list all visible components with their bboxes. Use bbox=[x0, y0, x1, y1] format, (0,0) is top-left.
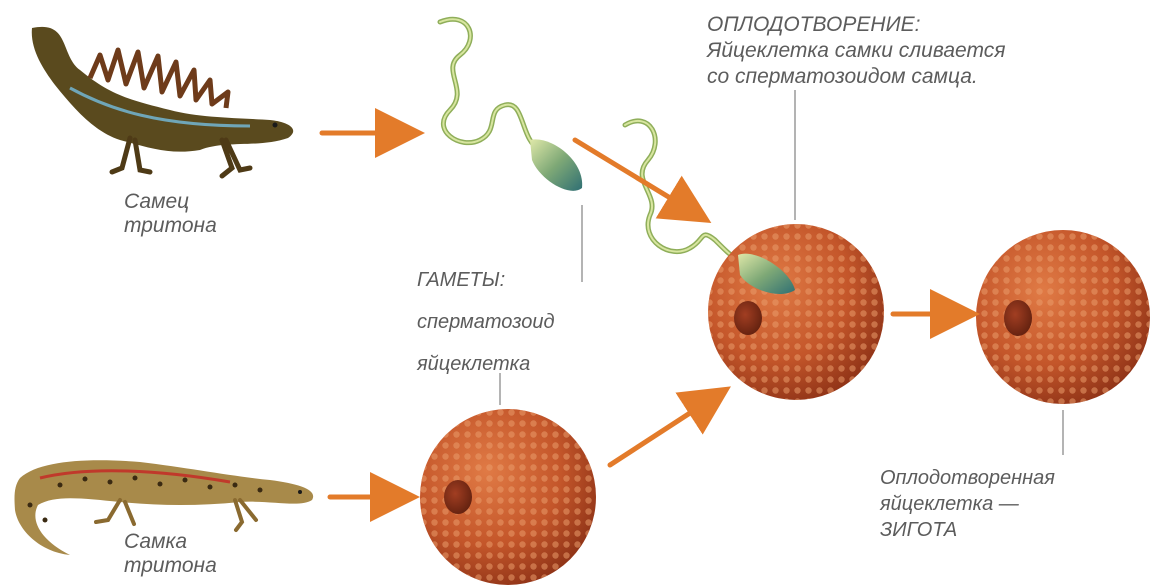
male-label-line1: Самец bbox=[124, 190, 217, 214]
male-newt-illustration bbox=[32, 27, 293, 176]
egg-label: яйцеклетка bbox=[417, 343, 555, 385]
male-newt-label: Самец тритона bbox=[124, 190, 217, 238]
fertilization-line1: Яйцеклетка самки сливается bbox=[707, 38, 1005, 64]
gametes-label: ГАМЕТЫ: сперматозоид яйцеклетка bbox=[417, 259, 555, 385]
sperm-cell-illustration bbox=[440, 19, 582, 191]
zygote-label: Оплодотворенная яйцеклетка — ЗИГОТА bbox=[880, 465, 1055, 543]
zygote-illustration bbox=[976, 230, 1150, 404]
female-newt-label: Самка тритона bbox=[124, 530, 217, 578]
fertilization-line2: со сперматозоидом самца. bbox=[707, 64, 1005, 90]
fertilizing-egg-illustration bbox=[708, 224, 884, 400]
zygote-line3: ЗИГОТА bbox=[880, 517, 1055, 543]
zygote-line2: яйцеклетка — bbox=[880, 491, 1055, 517]
female-label-line1: Самка bbox=[124, 530, 217, 554]
zygote-line1: Оплодотворенная bbox=[880, 465, 1055, 491]
sperm-label: сперматозоид bbox=[417, 301, 555, 343]
female-label-line2: тритона bbox=[124, 554, 217, 578]
gametes-heading: ГАМЕТЫ: bbox=[417, 259, 555, 301]
fertilization-heading: ОПЛОДОТВОРЕНИЕ: bbox=[707, 12, 1005, 38]
male-label-line2: тритона bbox=[124, 214, 217, 238]
egg-cell-illustration bbox=[420, 409, 596, 585]
fertilization-label: ОПЛОДОТВОРЕНИЕ: Яйцеклетка самки сливает… bbox=[707, 12, 1005, 90]
arrow-sperm-to-fusion bbox=[575, 140, 690, 210]
arrow-egg-to-fusion bbox=[610, 400, 710, 465]
